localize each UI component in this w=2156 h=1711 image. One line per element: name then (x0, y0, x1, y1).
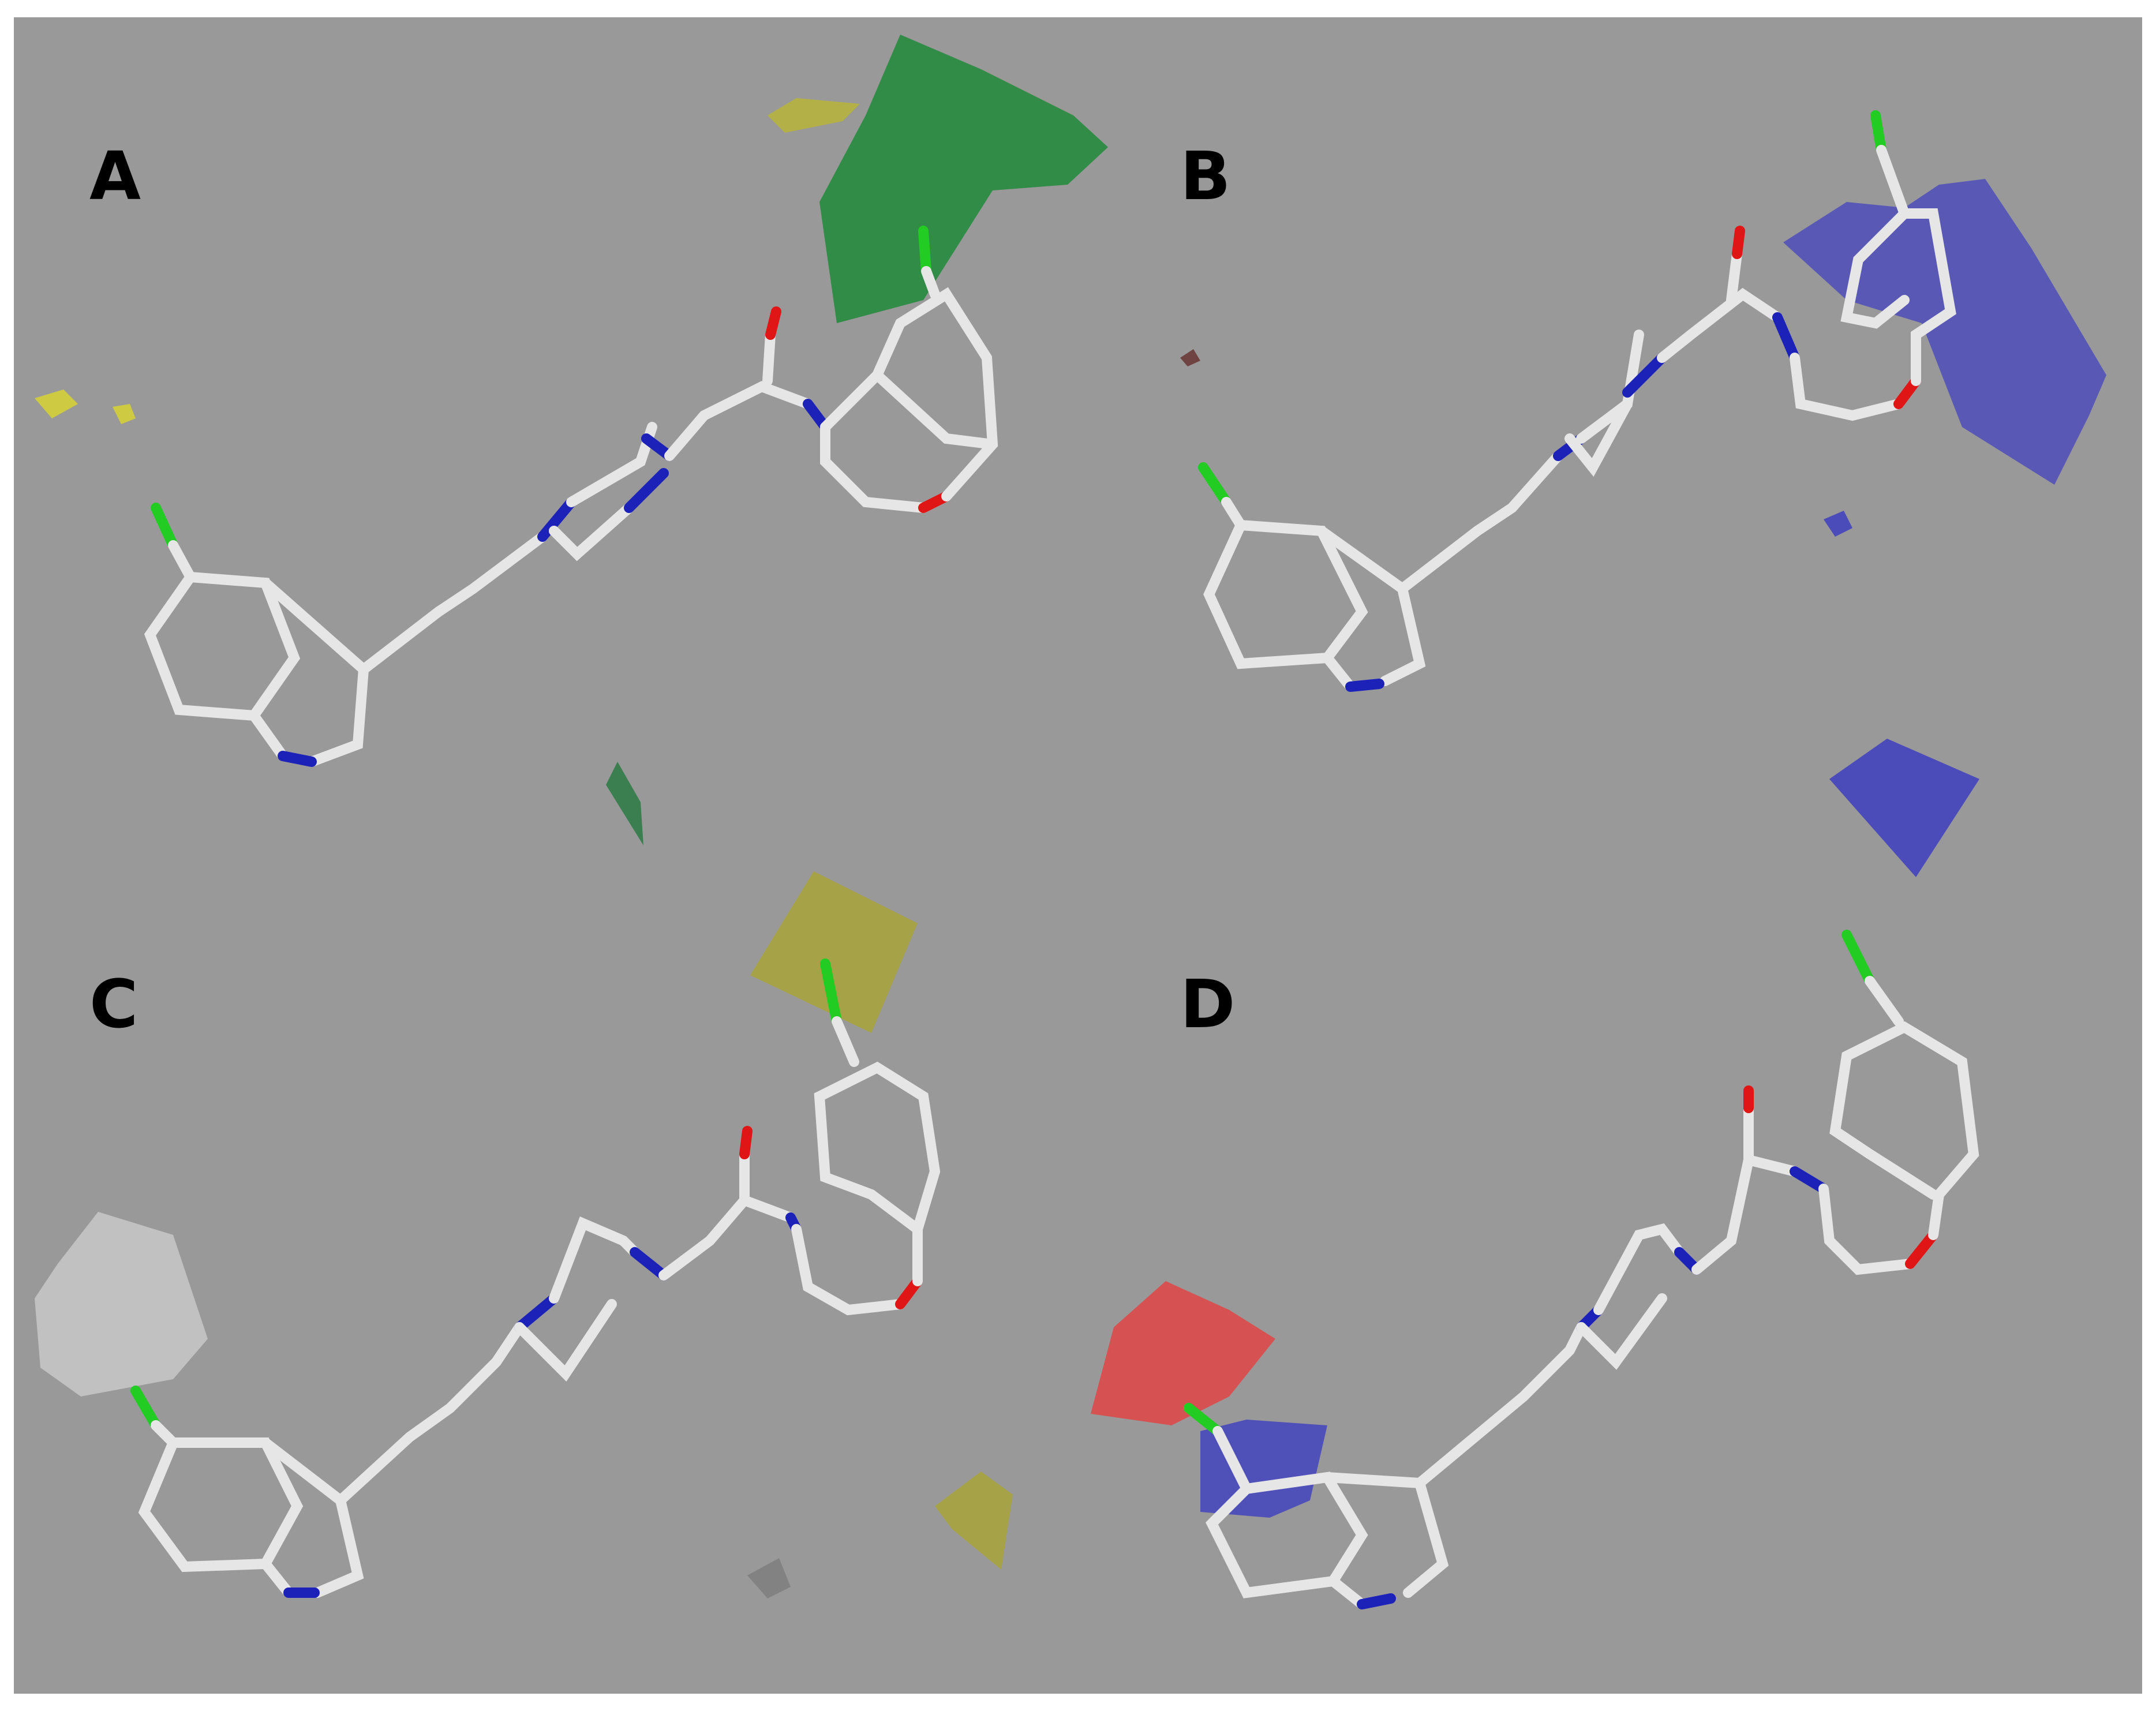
yellow-contour-small (935, 1472, 1013, 1570)
gray-contour-small (747, 1558, 791, 1598)
blue-electrostatic-contour (1200, 1420, 1327, 1518)
panel-label-b: B (1180, 138, 1231, 215)
panel-b: B (1180, 110, 2106, 877)
panel-c: C (35, 871, 1013, 1598)
panel-a: A (35, 35, 1108, 845)
panel-label-a: A (89, 138, 141, 215)
yellow-steric-contour-small (768, 98, 860, 133)
blue-contour-small (1824, 511, 1852, 537)
molecule-c (130, 959, 941, 1598)
yellow-contour-blob-2 (113, 404, 136, 424)
yellow-contour-blob-1 (35, 390, 78, 418)
red-electrostatic-contour (1091, 1281, 1275, 1425)
molecule-d (1184, 930, 1979, 1609)
panel-d: D (1091, 930, 1979, 1609)
blue-electrostatic-contour-cube (1829, 739, 1979, 877)
molecule-b (1198, 110, 1956, 692)
figure-background (14, 17, 2142, 1694)
green-steric-contour (819, 35, 1108, 323)
brown-contour-small (1180, 349, 1200, 366)
green-contour-small (606, 762, 643, 845)
panel-label-c: C (89, 966, 138, 1043)
panel-label-d: D (1180, 966, 1235, 1043)
yellow-steric-contour (750, 871, 918, 1033)
molecule-a (144, 226, 998, 767)
gray-contour-large (35, 1212, 208, 1396)
